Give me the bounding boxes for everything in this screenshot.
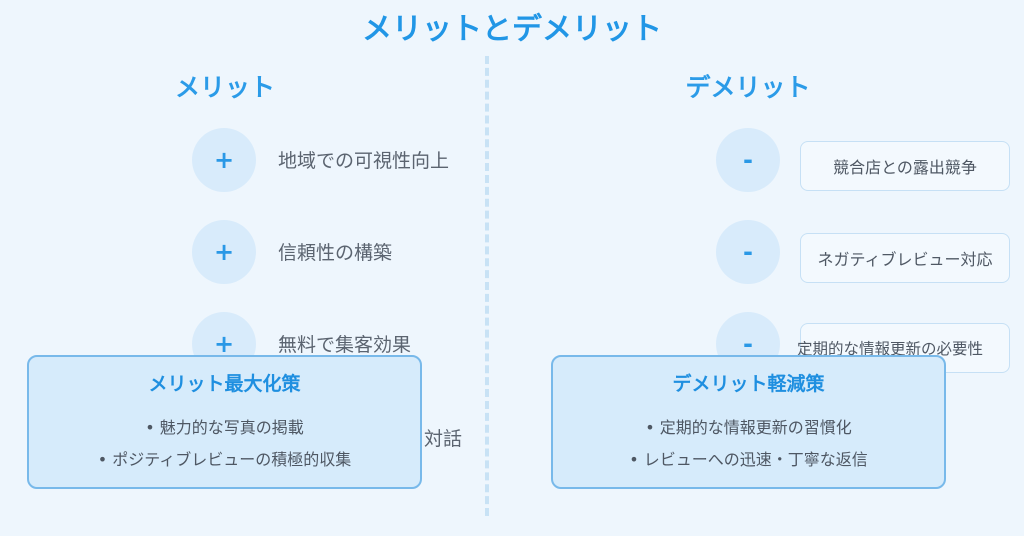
center-divider bbox=[485, 56, 489, 516]
merit-strategy-point: • 魅力的な写真の掲載 bbox=[145, 418, 304, 437]
plus-icon: + bbox=[192, 220, 256, 284]
plus-icon: + bbox=[192, 128, 256, 192]
merit-strategy-point: • ポジティブレビューの積極的収集 bbox=[97, 450, 352, 469]
demerits-heading: デメリット bbox=[685, 73, 811, 102]
merit-strategy-box: メリット最大化策 • 魅力的な写真の掲載 • ポジティブレビューの積極的収集 bbox=[27, 355, 422, 489]
demerit-item-negative-reviews: ネガティブレビュー対応 bbox=[800, 233, 1010, 283]
merit-item-trust: 信頼性の構築 bbox=[278, 242, 393, 264]
merit-item-visibility: 地域での可視性向上 bbox=[278, 150, 450, 172]
merits-heading: メリット bbox=[174, 73, 275, 102]
merit-item-fragment: 対話 bbox=[424, 428, 463, 450]
demerit-strategy-point: • レビューへの迅速・丁寧な返信 bbox=[629, 450, 868, 469]
merit-strategy-title: メリット最大化策 bbox=[148, 373, 301, 395]
demerit-item-regular-updates-label: 定期的な情報更新の必要性 bbox=[797, 340, 984, 358]
minus-icon: - bbox=[716, 220, 780, 284]
demerit-strategy-title: デメリット軽減策 bbox=[672, 373, 825, 395]
demerit-item-competition: 競合店との露出競争 bbox=[800, 141, 1010, 191]
minus-icon: - bbox=[716, 128, 780, 192]
demerit-strategy-box: デメリット軽減策 • 定期的な情報更新の習慣化 • レビューへの迅速・丁寧な返信 bbox=[551, 355, 946, 489]
page-title: メリットとデメリット bbox=[362, 12, 662, 47]
demerit-strategy-point: • 定期的な情報更新の習慣化 bbox=[645, 418, 852, 437]
merit-item-free-acquisition: 無料で集客効果 bbox=[278, 334, 412, 356]
